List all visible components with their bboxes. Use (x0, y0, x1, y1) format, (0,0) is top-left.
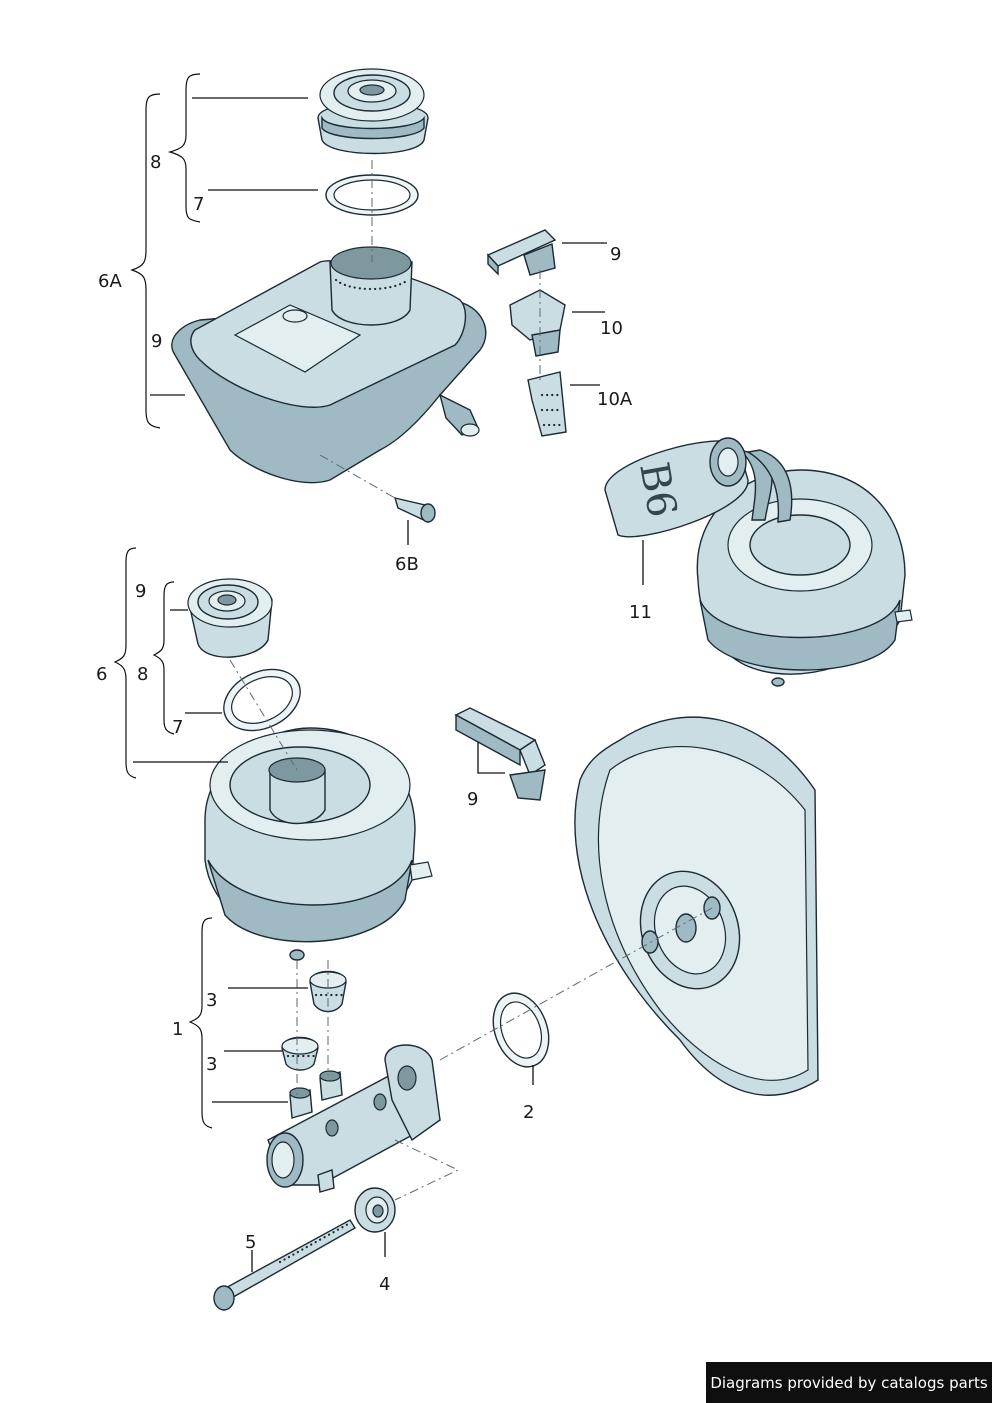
callout-6a: 6A (98, 271, 122, 292)
sensor-10a (527, 371, 567, 437)
callout-10: 10 (600, 318, 623, 339)
connector-10 (509, 289, 566, 357)
callout-1: 1 (172, 1019, 183, 1040)
brace-8-mid (152, 581, 175, 735)
brace-8-top (167, 73, 201, 223)
callout-3-upper: 3 (206, 990, 217, 1011)
callout-5: 5 (245, 1232, 256, 1253)
axis-booster (439, 907, 713, 1061)
master-cylinder-1 (266, 1044, 441, 1193)
callout-9-left: 9 (151, 331, 162, 352)
axis-bolt-6b (319, 454, 396, 499)
callout-9-sensor-mid: 9 (467, 789, 478, 810)
callout-9-mid: 9 (135, 581, 146, 602)
callout-3-lower: 3 (206, 1054, 217, 1075)
axis-stud (394, 1139, 460, 1201)
axis-seals (296, 960, 329, 1095)
brace-1 (188, 917, 213, 1129)
callout-7-mid: 7 (172, 717, 183, 738)
callout-11: 11 (629, 602, 652, 623)
callout-2: 2 (523, 1102, 534, 1123)
gasket-2 (492, 992, 550, 1068)
callout-6b: 6B (395, 554, 419, 575)
callout-6: 6 (96, 664, 107, 685)
seal-3-lower (281, 1036, 319, 1071)
cap-gasket-mid (223, 668, 301, 732)
brake-booster-unit-11 (604, 437, 913, 687)
sensor-plug-9-mid (454, 707, 546, 801)
brake-booster-plate (574, 716, 819, 1096)
cap-gasket-top (325, 174, 419, 216)
bolt-5 (213, 1219, 356, 1311)
leader-9-plug (477, 742, 505, 774)
unit-11-marking: B6 (630, 459, 685, 521)
sensor-plug-9 (486, 229, 557, 276)
reservoir-6 (204, 727, 433, 961)
callout-8-top: 8 (150, 152, 161, 173)
callout-7-top: 7 (193, 194, 204, 215)
reservoir-6a (171, 246, 487, 484)
reservoir-cap-top (317, 68, 429, 155)
credit-banner: Diagrams provided by catalogs parts (706, 1362, 992, 1403)
callout-8-mid: 8 (137, 664, 148, 685)
reservoir-cap-mid (187, 578, 273, 658)
callout-9-sensor-top: 9 (610, 244, 621, 265)
nut-4 (354, 1187, 396, 1233)
callout-10a: 10A (597, 389, 633, 410)
bolt-6b (393, 497, 436, 523)
brace-6 (113, 547, 137, 779)
brace-6a (130, 93, 161, 429)
callout-4: 4 (379, 1274, 390, 1295)
axis-cap-mid (229, 659, 298, 771)
